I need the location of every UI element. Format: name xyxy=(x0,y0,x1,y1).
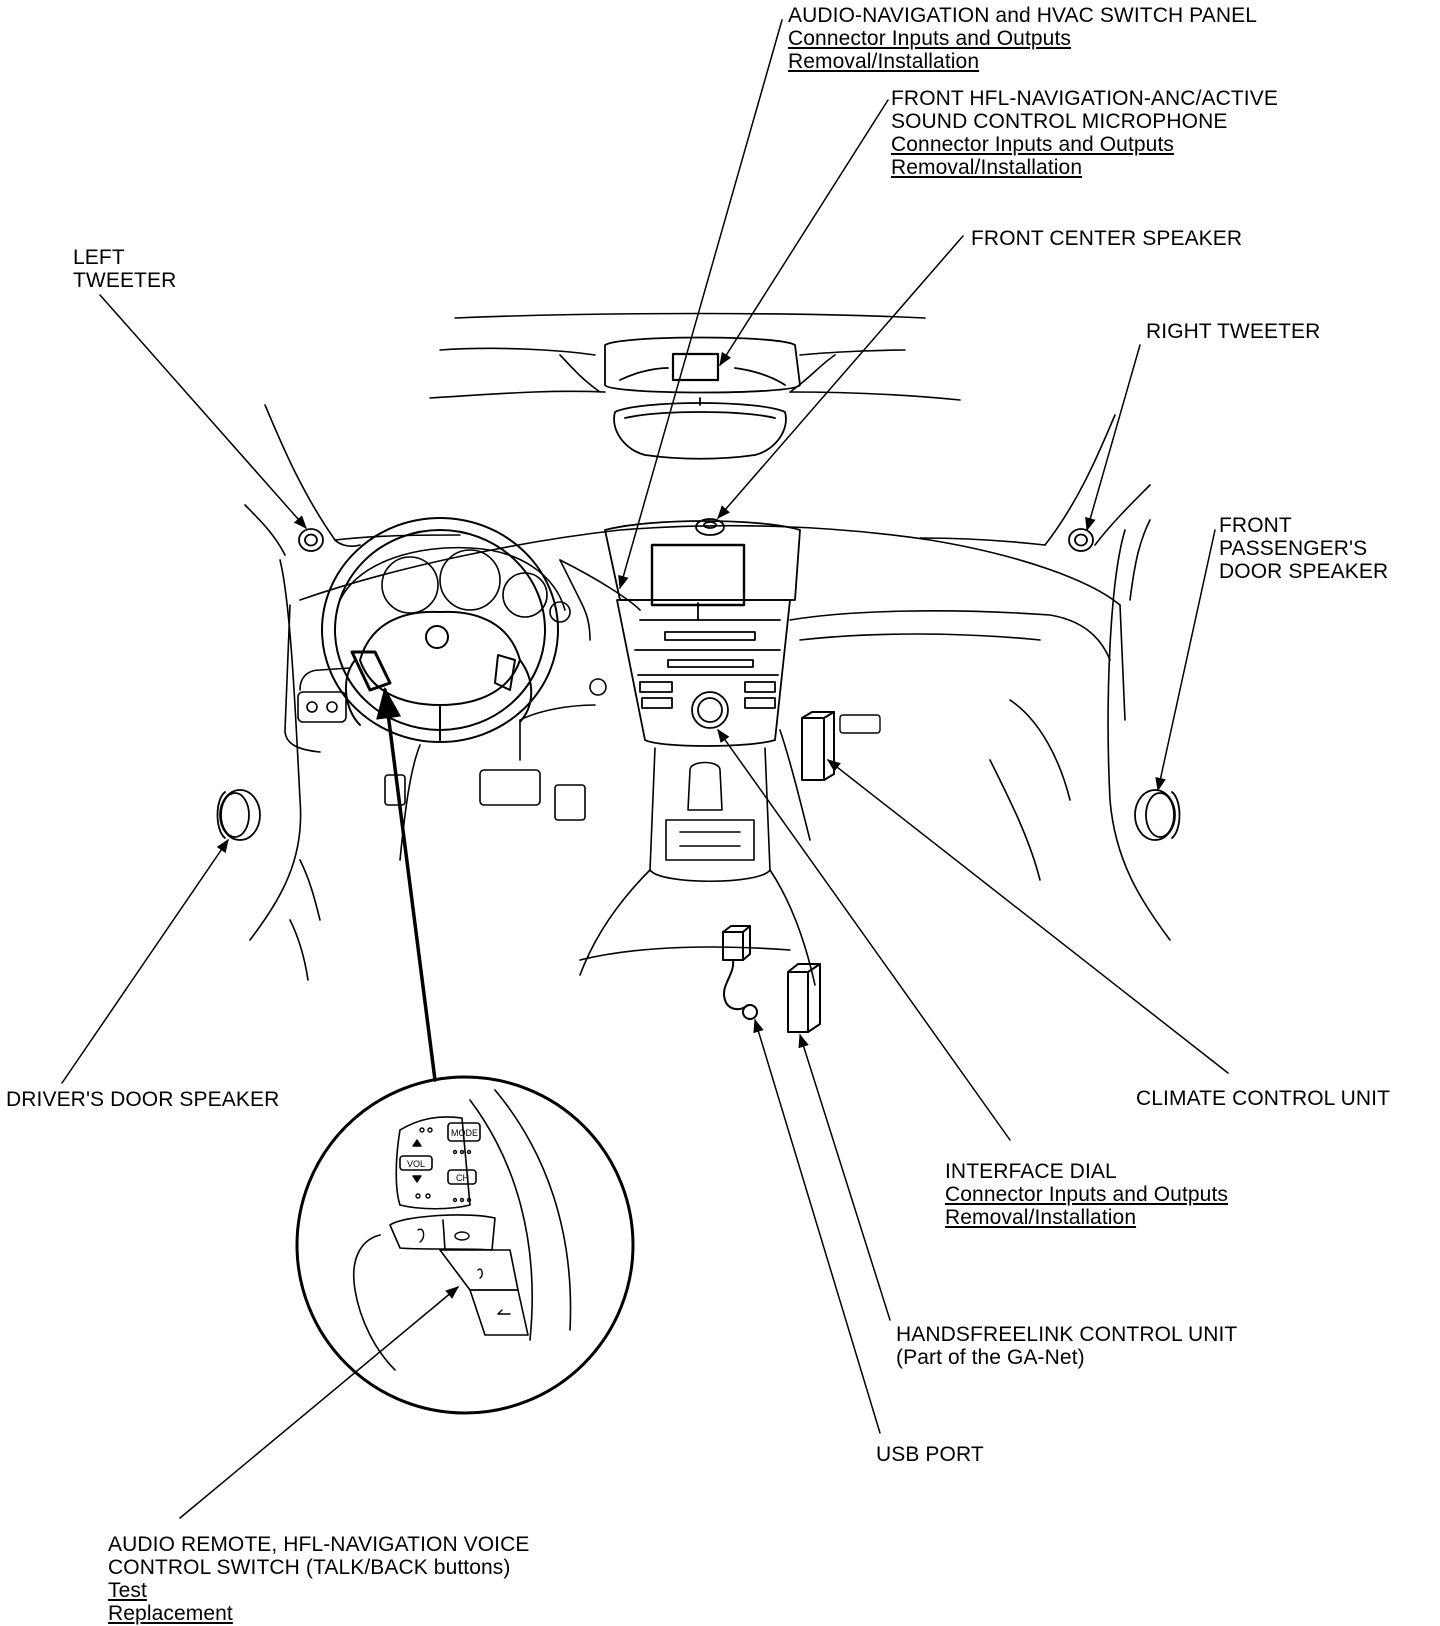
climate-control-unit-label: CLIMATE CONTROL UNIT xyxy=(1136,1087,1390,1110)
ch-button-text: CH xyxy=(456,1173,469,1183)
drivers-door-speaker-shape xyxy=(216,789,261,841)
climate-control-unit-title: CLIMATE CONTROL UNIT xyxy=(1136,1087,1391,1110)
front-center-speaker-title: FRONT CENTER SPEAKER xyxy=(971,227,1243,250)
passenger-door-speaker-label: FRONT PASSENGER'S DOOR SPEAKER xyxy=(1219,514,1388,583)
interface-dial-removal-link[interactable]: Removal/Installation xyxy=(945,1206,1137,1229)
left-tweeter-label: LEFT TWEETER xyxy=(73,246,176,292)
interface-dial-title: INTERFACE DIAL xyxy=(945,1160,1117,1183)
right-tweeter-shape xyxy=(1068,528,1094,552)
audio-remote-switch-title-2: CONTROL SWITCH (TALK/BACK buttons) xyxy=(108,1556,511,1579)
roof-outline xyxy=(429,312,961,401)
steering-wheel xyxy=(321,517,559,743)
switch-detail-circle: MODE VOL CH xyxy=(295,1075,635,1415)
microphone-label: FRONT HFL-NAVIGATION-ANC/ACTIVE SOUND CO… xyxy=(891,87,1278,179)
audio-remote-switch-label: AUDIO REMOTE, HFL-NAVIGATION VOICE CONTR… xyxy=(108,1533,530,1625)
climate-control-unit-shape xyxy=(801,711,881,781)
passenger-door-speaker-title-3: DOOR SPEAKER xyxy=(1219,560,1389,583)
switch-button-icons xyxy=(412,1127,511,1315)
left-tweeter-title-2: TWEETER xyxy=(73,269,177,292)
center-console xyxy=(579,747,816,986)
audio-nav-hvac-title: AUDIO-NAVIGATION and HVAC SWITCH PANEL xyxy=(788,4,1257,27)
audio-remote-switch-test-link[interactable]: Test xyxy=(108,1579,147,1602)
vol-button-text: VOL xyxy=(407,1159,425,1169)
left-tweeter-shape xyxy=(298,528,324,552)
microphone-connector-link[interactable]: Connector Inputs and Outputs xyxy=(891,133,1174,156)
center-stack xyxy=(604,518,801,747)
drivers-door-speaker-label: DRIVER'S DOOR SPEAKER xyxy=(6,1088,279,1111)
right-tweeter-title: RIGHT TWEETER xyxy=(1146,320,1321,343)
left-tweeter-title-1: LEFT xyxy=(73,246,125,269)
usb-port-title: USB PORT xyxy=(876,1443,984,1466)
mode-button-text: MODE xyxy=(451,1128,478,1138)
passenger-door-speaker-shape xyxy=(1134,789,1181,841)
passenger-door-speaker-title-2: PASSENGER'S xyxy=(1219,537,1368,560)
drivers-door-speaker-title: DRIVER'S DOOR SPEAKER xyxy=(6,1088,280,1111)
passenger-door-speaker-title-1: FRONT xyxy=(1219,514,1292,537)
pedals xyxy=(289,744,586,981)
body-sides xyxy=(249,519,1171,941)
handsfreelink-subtitle: (Part of the GA-Net) xyxy=(896,1346,1085,1369)
leader-lines xyxy=(61,19,1229,1519)
usb-port-shape xyxy=(722,925,758,1020)
microphone-title-1: FRONT HFL-NAVIGATION-ANC/ACTIVE xyxy=(891,87,1278,110)
front-center-speaker-label: FRONT CENTER SPEAKER xyxy=(971,227,1242,250)
audio-nav-hvac-label: AUDIO-NAVIGATION and HVAC SWITCH PANEL C… xyxy=(788,4,1257,73)
handsfreelink-title: HANDSFREELINK CONTROL UNIT xyxy=(896,1323,1238,1346)
right-tweeter-label: RIGHT TWEETER xyxy=(1146,320,1320,343)
windshield-frame xyxy=(244,404,1151,556)
handsfreelink-label: HANDSFREELINK CONTROL UNIT (Part of the … xyxy=(896,1323,1237,1369)
microphone-title-2: SOUND CONTROL MICROPHONE xyxy=(891,110,1228,133)
audio-nav-hvac-connector-link[interactable]: Connector Inputs and Outputs xyxy=(788,27,1071,50)
microphone-removal-link[interactable]: Removal/Installation xyxy=(891,156,1083,179)
handsfreelink-unit-shape xyxy=(787,963,821,1033)
audio-remote-switch-title-1: AUDIO REMOTE, HFL-NAVIGATION VOICE xyxy=(108,1533,530,1556)
audio-remote-switch-replacement-link[interactable]: Replacement xyxy=(108,1602,233,1625)
rearview-mirror xyxy=(613,397,787,460)
usb-port-label: USB PORT xyxy=(876,1443,984,1466)
overhead-console xyxy=(604,336,801,394)
interface-dial-connector-link[interactable]: Connector Inputs and Outputs xyxy=(945,1183,1228,1206)
audio-nav-hvac-removal-link[interactable]: Removal/Installation xyxy=(788,50,980,73)
instrument-cluster xyxy=(339,546,571,623)
interface-dial-label: INTERFACE DIAL Connector Inputs and Outp… xyxy=(945,1160,1228,1229)
